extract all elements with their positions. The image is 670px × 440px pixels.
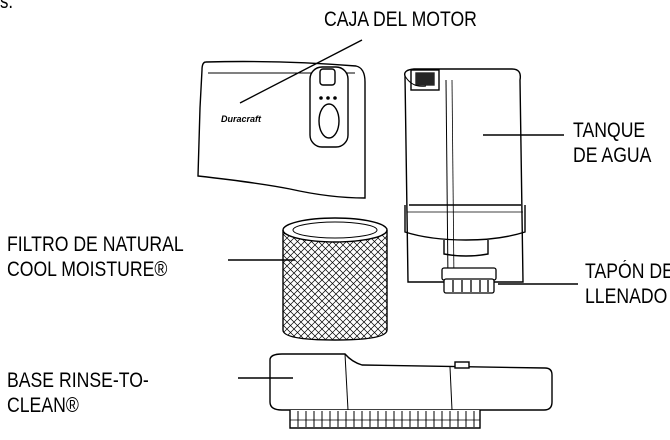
label-fill-cap: TAPÓN DE LLENADO	[585, 259, 670, 309]
label-motor-housing-line: CAJA DEL MOTOR	[324, 8, 477, 31]
label-filter: FILTRO DE NATURAL COOL MOISTURE®	[7, 232, 184, 282]
label-base: BASE RINSE-TO- CLEAN®	[7, 368, 149, 418]
base	[269, 353, 553, 429]
label-water-tank-line-1: TANQUE	[573, 119, 646, 142]
label-water-tank: TANQUE DE AGUA	[573, 118, 651, 168]
filter	[282, 217, 388, 341]
label-base-line-1: BASE RINSE-TO-	[7, 369, 149, 392]
label-filter-line-2: COOL MOISTURE®	[7, 258, 168, 281]
leader-motor-housing	[239, 39, 363, 104]
label-filter-line-1: FILTRO DE NATURAL	[7, 233, 184, 256]
label-water-tank-line-2: DE AGUA	[573, 144, 652, 167]
label-motor-housing: CAJA DEL MOTOR	[324, 7, 477, 32]
base-grille	[297, 411, 475, 427]
label-fill-cap-line-1: TAPÓN DE	[585, 260, 670, 283]
motor-housing: Duracraft	[197, 60, 366, 199]
duracraft-logo: Duracraft	[221, 114, 262, 124]
fill-cap	[441, 267, 497, 294]
label-base-line-2: CLEAN®	[7, 394, 79, 417]
label-fill-cap-line-2: LLENADO	[585, 285, 668, 308]
stray-text-fragment: s.	[0, 0, 14, 13]
water-tank	[404, 68, 526, 283]
